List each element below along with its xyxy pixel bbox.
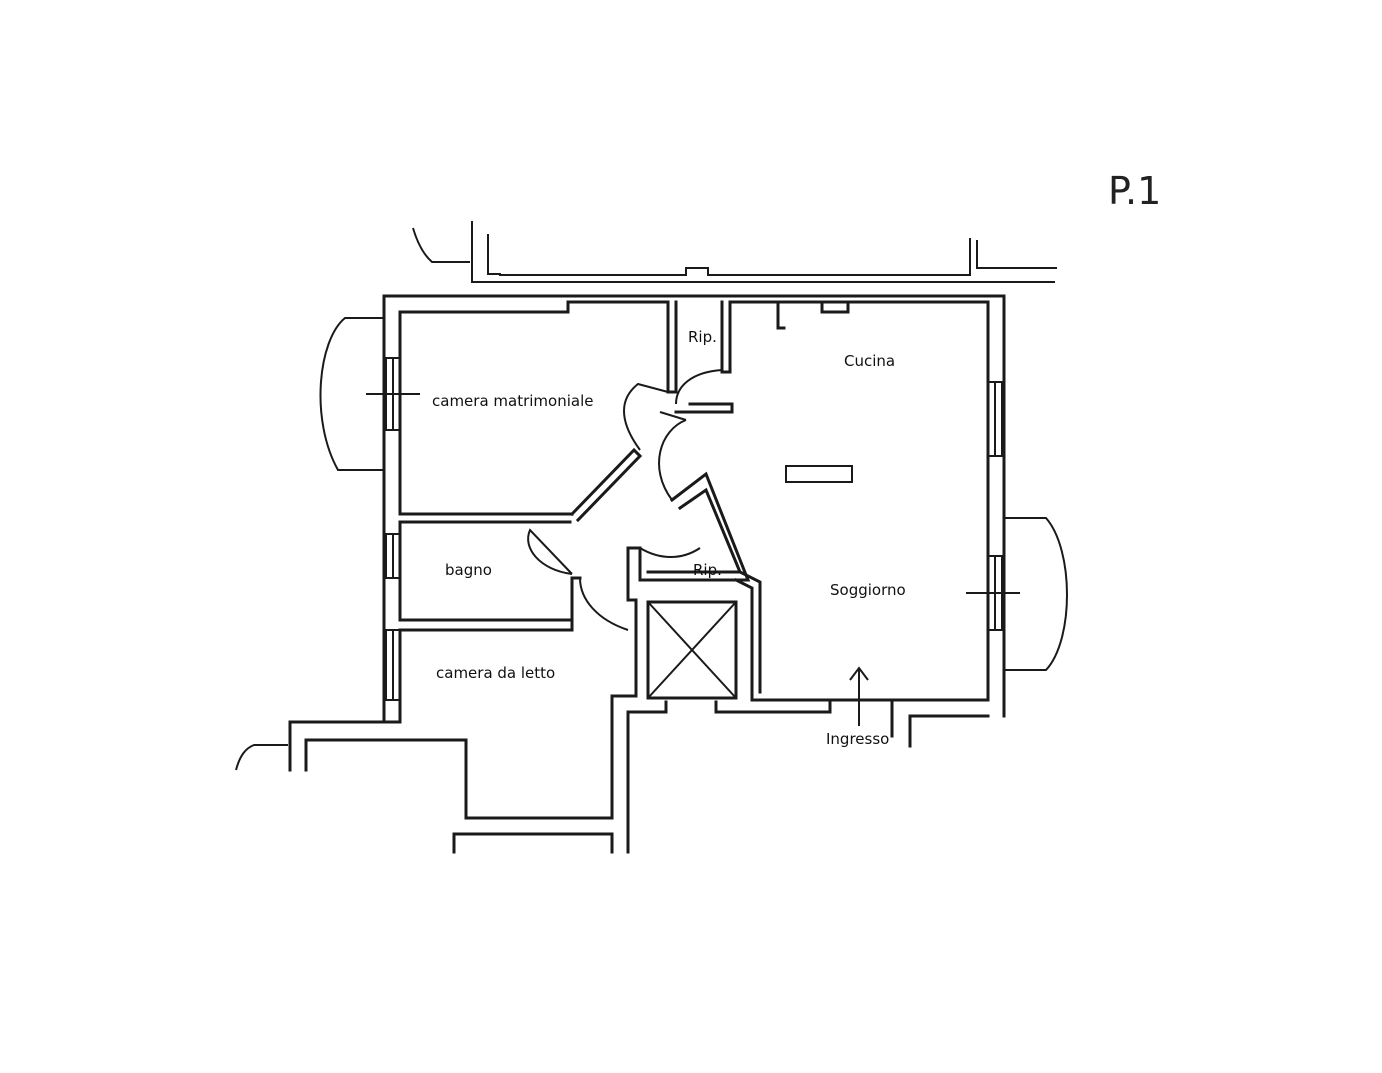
outer-walls bbox=[235, 294, 1006, 854]
interior-walls bbox=[398, 300, 850, 702]
sheet-label: P.1 bbox=[1108, 169, 1161, 213]
room-label-bagno: bagno bbox=[445, 561, 492, 579]
doors bbox=[527, 369, 723, 631]
entrance-arrow bbox=[849, 666, 869, 726]
room-label-rip-top: Rip. bbox=[688, 328, 717, 346]
room-label-rip-center: Rip. bbox=[693, 561, 722, 579]
room-label-camera-matrimoniale: camera matrimoniale bbox=[432, 392, 593, 410]
kitchen-counter bbox=[785, 465, 853, 483]
room-label-camera-da-letto: camera da letto bbox=[436, 664, 555, 682]
windows bbox=[319, 317, 1068, 701]
room-label-ingresso: Ingresso bbox=[826, 730, 889, 748]
room-label-soggiorno: Soggiorno bbox=[830, 581, 906, 599]
room-label-cucina: Cucina bbox=[844, 352, 895, 370]
neighbor-outline-top bbox=[412, 221, 1057, 283]
